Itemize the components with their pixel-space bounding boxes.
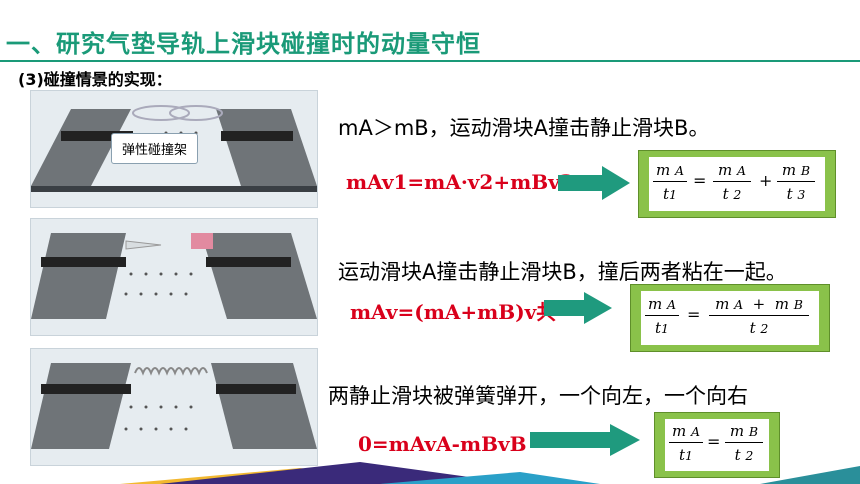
scene2-formula: mAv=(mA+mB)v共 [350,300,557,324]
scene3-statement: 两静止滑块被弹簧弹开，一个向左，一个向右 [328,384,748,408]
scene2-statement: 运动滑块A撞击静止滑块B，撞后两者粘在一起。 [338,260,787,284]
section-subtitle: (3)碰撞情景的实现： [18,70,172,89]
collision-photo-spring [30,348,318,466]
collision-photo-sticky [30,218,318,336]
scene1-formula: mAv1=mA·v2+mBv3 [346,170,574,194]
arrow-icon [558,166,630,200]
title-underline [0,60,860,62]
elastic-frame-label: 弹性碰撞架 [111,133,199,164]
page-title: 一、研究气垫导轨上滑块碰撞时的动量守恒 [6,30,481,58]
arrow-icon [544,292,612,324]
scene1-statement: mA＞mB，运动滑块A撞击静止滑块B。 [338,116,710,140]
arrow-icon [530,424,640,456]
collision-photo-elastic: 弹性碰撞架 [30,90,318,208]
bottom-decoration [120,462,860,484]
scene3-formula: 0=mAvA-mBvB [358,432,527,456]
